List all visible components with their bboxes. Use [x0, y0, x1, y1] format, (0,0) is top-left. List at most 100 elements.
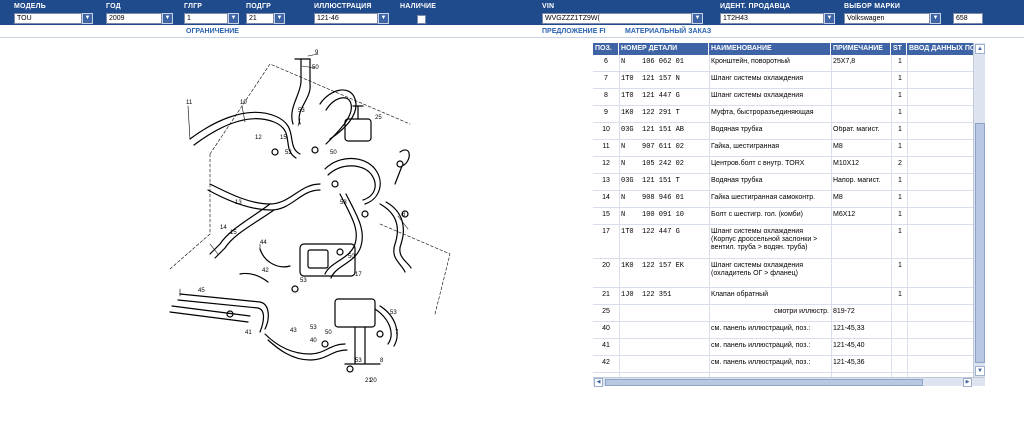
col-data-entry[interactable]: ВВОД ДАННЫХ ПО: [907, 43, 973, 55]
row-part-number: 03G 121 151 T: [621, 177, 680, 185]
row-part-number: 1J0 122 351: [621, 291, 672, 299]
chevron-down-icon[interactable]: ▼: [82, 13, 93, 24]
callout-label[interactable]: 10: [240, 100, 247, 106]
podgr-select[interactable]: 21: [246, 13, 274, 24]
table-vertical-scrollbar[interactable]: ▲ ▼: [973, 43, 985, 378]
callout-label[interactable]: 25: [375, 115, 382, 121]
col-name[interactable]: НАИМЕНОВАНИЕ: [709, 43, 831, 55]
callout-label[interactable]: 44: [260, 240, 267, 246]
row-note: M8: [833, 194, 843, 201]
row-part-number: 1K0 122 291 T: [621, 109, 680, 117]
row-position: 21: [602, 291, 610, 298]
chevron-down-icon[interactable]: ▼: [274, 13, 285, 24]
callout-label[interactable]: 50: [330, 150, 337, 156]
parts-illustration: 9 50 11 10 53 12 15 53 50 25 6 53 14 13 15 44 42 50 53 17 45…: [169, 50, 451, 384]
callout-label[interactable]: 42: [262, 268, 269, 274]
chevron-down-icon[interactable]: ▼: [162, 13, 173, 24]
row-position: 15: [602, 211, 610, 218]
callout-label[interactable]: 53: [300, 278, 307, 284]
scroll-up-icon[interactable]: ▲: [975, 44, 985, 54]
callout-label[interactable]: 17: [355, 272, 362, 278]
table-horizontal-scrollbar[interactable]: ◀ ▶: [593, 377, 985, 387]
dealer-select[interactable]: 1T2H43: [720, 13, 824, 24]
row-name: Шланг системы охлаждения: [711, 92, 803, 99]
chevron-down-icon[interactable]: ▼: [228, 13, 239, 24]
order-link[interactable]: МАТЕРИАЛЬНЫЙ ЗАКАЗ: [625, 28, 712, 35]
restriction-link[interactable]: ОГРАНИЧЕНИЕ: [186, 28, 239, 35]
parts-table: ПОЗ. НОМЕР ДЕТАЛИ НАИМЕНОВАНИЕ ПРИМЕЧАНИ…: [593, 43, 973, 378]
vin-label: VIN: [542, 3, 555, 10]
vin-select[interactable]: WVGZZZ1TZ9W(: [542, 13, 692, 24]
illustration-label: ИЛЛЮСТРАЦИЯ: [314, 3, 372, 10]
scroll-left-icon[interactable]: ◀: [594, 378, 603, 387]
callout-label[interactable]: 53: [390, 310, 397, 316]
callout-label[interactable]: 6: [402, 212, 406, 218]
callout-label[interactable]: 50: [312, 65, 319, 71]
scroll-down-icon[interactable]: ▼: [975, 366, 985, 376]
callout-label[interactable]: 8: [380, 358, 384, 364]
year-select[interactable]: 2009: [106, 13, 162, 24]
brand-select[interactable]: Volkswagen: [844, 13, 930, 24]
chevron-down-icon[interactable]: ▼: [930, 13, 941, 24]
callout-label[interactable]: 15: [230, 230, 237, 236]
row-st: 1: [898, 126, 902, 133]
chevron-down-icon[interactable]: ▼: [692, 13, 703, 24]
model-label: МОДЕЛЬ: [14, 3, 46, 10]
callout-label[interactable]: 14: [220, 225, 227, 231]
availability-checkbox[interactable]: [417, 15, 426, 24]
callout-label[interactable]: 11: [186, 100, 193, 106]
callout-label[interactable]: 53: [310, 325, 317, 331]
model-select[interactable]: TOU: [14, 13, 82, 24]
callout-label[interactable]: 40: [310, 338, 317, 344]
callout-label[interactable]: 50: [348, 254, 355, 260]
callout-label[interactable]: 50: [325, 330, 332, 336]
scroll-right-icon[interactable]: ▶: [963, 378, 972, 387]
callout-label[interactable]: 7: [395, 330, 399, 336]
illustration-select[interactable]: 121-46: [314, 13, 378, 24]
chevron-down-icon[interactable]: ▼: [824, 13, 835, 24]
callout-label[interactable]: 43: [290, 328, 297, 334]
glgr-select[interactable]: 1: [184, 13, 228, 24]
callout-label[interactable]: 20: [370, 378, 377, 384]
callout-label[interactable]: 12: [255, 135, 262, 141]
scroll-thumb-horizontal[interactable]: [605, 379, 923, 386]
callout-label[interactable]: 53: [298, 108, 305, 114]
callout-label[interactable]: 21: [365, 378, 372, 384]
col-pos[interactable]: ПОЗ.: [593, 43, 619, 55]
callout-label[interactable]: 53: [285, 150, 292, 156]
callout-label[interactable]: 53: [340, 200, 347, 206]
callout-label[interactable]: 15: [280, 135, 287, 141]
col-st[interactable]: ST: [891, 43, 907, 55]
row-name: Шланг системы охлаждения: [711, 75, 803, 82]
callout-label[interactable]: 45: [198, 288, 205, 294]
filter-bar: МОДЕЛЬ TOU ▼ ГОД 2009 ▼ ГЛГР 1 ▼ ПОДГР 2…: [0, 0, 1024, 25]
callout-label[interactable]: 9: [315, 50, 319, 56]
callout-label[interactable]: 41: [245, 330, 252, 336]
row-position: 12: [602, 160, 610, 167]
chevron-down-icon[interactable]: ▼: [378, 13, 389, 24]
col-note[interactable]: ПРИМЕЧАНИЕ: [831, 43, 891, 55]
extra-input[interactable]: 658: [953, 13, 983, 24]
callout-label[interactable]: 53: [355, 358, 362, 364]
col-part-number[interactable]: НОМЕР ДЕТАЛИ: [619, 43, 709, 55]
offer-link[interactable]: ПРЕДЛОЖЕНИЕ FI: [542, 28, 606, 35]
callout-label[interactable]: 13: [235, 200, 242, 206]
scroll-thumb[interactable]: [975, 123, 985, 363]
